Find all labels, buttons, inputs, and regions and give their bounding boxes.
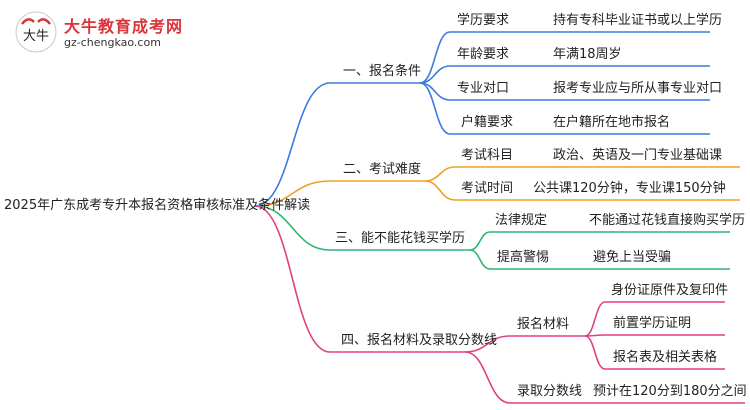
- edge-materials-leaf1: [584, 301, 606, 337]
- edge-branch2-child2: [424, 180, 456, 201]
- sub-node-legal-provisions: 法律规定: [495, 213, 548, 228]
- logo-url[interactable]: gz-chengkao.com: [64, 36, 161, 49]
- leaf-node-application-forms: 报名表及相关表格: [613, 350, 718, 365]
- leaf-node-major-match: 报考专业应与所从事专业对口: [553, 81, 723, 96]
- leaf-node-exam-subjects: 政治、英语及一门专业基础课: [553, 148, 723, 163]
- leaf-node-exam-time: 公共课120分钟，专业课150分钟: [533, 181, 726, 196]
- leaf-node-id-card: 身份证原件及复印件: [611, 283, 729, 298]
- branch-node-materials-and-scores: 四、报名材料及录取分数线: [341, 333, 498, 348]
- leaf-node-prior-education: 前置学历证明: [613, 316, 692, 331]
- leaf-node-household-requirement: 在户籍所在地市报名: [553, 115, 671, 130]
- leaf-node-legal-provisions: 不能通过花钱直接购买学历: [589, 213, 746, 228]
- logo-title: 大牛教育成考网: [64, 17, 184, 36]
- edge-branch3-child1: [469, 231, 491, 251]
- edge-root-branch1: [254, 82, 331, 207]
- sub-node-exam-subjects: 考试科目: [461, 148, 514, 163]
- edge-branch2-child1: [424, 166, 456, 182]
- sub-node-stay-alert: 提高警惕: [497, 250, 550, 265]
- edge-branch4-child2: [464, 351, 511, 404]
- branch-node-buy-degree: 三、能不能花钱买学历: [335, 231, 466, 246]
- edge-branch4-child1: [464, 335, 511, 353]
- leaf-node-age-requirement: 年满18周岁: [553, 47, 622, 62]
- sub-node-application-materials: 报名材料: [517, 317, 570, 332]
- edge-root-branch4: [254, 205, 331, 353]
- sub-node-major-match: 专业对口: [457, 81, 510, 96]
- sub-node-education-requirement: 学历要求: [457, 13, 510, 28]
- sub-node-household-requirement: 户籍要求: [461, 115, 514, 130]
- edge-root-branch2: [254, 180, 331, 207]
- edge-branch1-child1: [419, 31, 451, 84]
- leaf-node-stay-alert: 避免上当受骗: [593, 250, 672, 265]
- root-node: 2025年广东成考专升本报名资格审核标准及条件解读: [4, 198, 311, 213]
- edge-branch3-child2: [469, 249, 491, 270]
- sub-node-admission-scores: 录取分数线: [517, 384, 583, 399]
- sub-node-age-requirement: 年龄要求: [457, 47, 510, 62]
- bull-logo-icon: 大牛: [15, 11, 57, 53]
- edge-materials-leaf3: [584, 335, 606, 370]
- sub-node-exam-time: 考试时间: [461, 181, 514, 196]
- logo-mark-text: 大牛: [23, 29, 49, 44]
- leaf-node-education-requirement: 持有专科毕业证书或以上学历: [553, 13, 723, 28]
- leaf-node-admission-scores: 预计在120分到180分之间: [593, 384, 747, 399]
- edge-branch1-child4: [419, 82, 451, 135]
- edge-root-branch3: [254, 205, 331, 251]
- branch-node-exam-difficulty: 二、考试难度: [343, 162, 422, 177]
- site-logo[interactable]: 大牛 大牛教育成考网 gz-chengkao.com: [14, 10, 214, 54]
- branch-node-registration-conditions: 一、报名条件: [343, 64, 422, 79]
